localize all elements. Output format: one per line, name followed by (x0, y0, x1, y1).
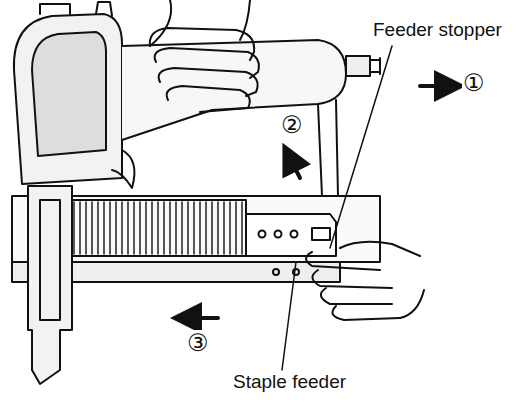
staple-line (229, 202, 230, 254)
staple-line (127, 202, 128, 254)
staple-line (103, 202, 104, 254)
callout-number: ① (462, 70, 486, 96)
staple-line (97, 202, 98, 254)
part-label: Feeder stopper (372, 20, 503, 41)
staple-line (211, 202, 212, 254)
callout-number: ③ (186, 330, 210, 356)
staple-line (73, 202, 74, 254)
staple-line (145, 202, 146, 254)
staple-line (133, 202, 134, 254)
staple-line (193, 202, 194, 254)
staple-line (199, 202, 200, 254)
staple-line (91, 202, 92, 254)
staple-line (205, 202, 206, 254)
staple-line (121, 202, 122, 254)
callout-number: ② (280, 112, 304, 138)
staple-line (109, 202, 110, 254)
staple-line (151, 202, 152, 254)
staple-line (169, 202, 170, 254)
staple-line (223, 202, 224, 254)
staple-line (217, 202, 218, 254)
staple-line (241, 202, 242, 254)
staple-line (181, 202, 182, 254)
staple-line (187, 202, 188, 254)
staple-line (235, 202, 236, 254)
staple-line (115, 202, 116, 254)
staple-line (157, 202, 158, 254)
staple-line (79, 202, 80, 254)
staple-line (163, 202, 164, 254)
staple-line (85, 202, 86, 254)
staple-line (139, 202, 140, 254)
part-label: Staple feeder (232, 372, 347, 393)
staple-line (175, 202, 176, 254)
